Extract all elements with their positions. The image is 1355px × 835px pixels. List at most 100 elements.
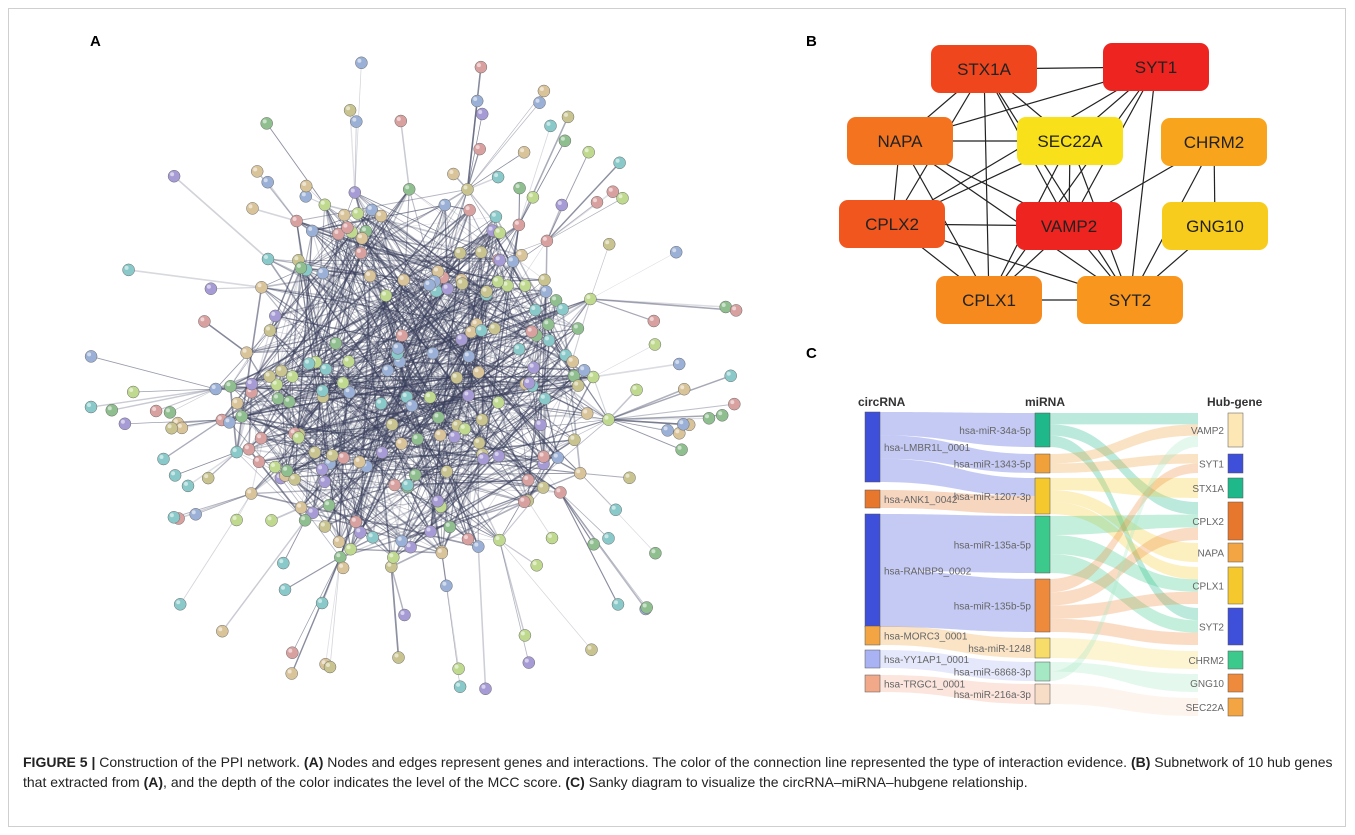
ppi-node-highlight bbox=[452, 373, 457, 378]
caption-a-tag: (A) bbox=[303, 754, 324, 770]
sankey-node-circrna bbox=[864, 489, 881, 509]
ppi-edge bbox=[298, 261, 514, 438]
ppi-edge bbox=[297, 252, 362, 437]
sankey-link-mir-hub bbox=[1050, 684, 1198, 716]
ppi-node bbox=[286, 370, 299, 383]
ppi-node-highlight bbox=[107, 406, 112, 411]
ppi-node bbox=[343, 104, 357, 117]
ppi-node bbox=[167, 169, 181, 183]
sankey-node-circrna bbox=[864, 513, 881, 628]
ppi-edge bbox=[312, 512, 443, 554]
ppi-node bbox=[105, 403, 119, 417]
ppi-edge bbox=[390, 324, 478, 567]
ppi-node-highlight bbox=[539, 483, 544, 488]
ppi-edge bbox=[322, 354, 566, 398]
ppi-edge bbox=[403, 216, 497, 281]
ppi-node bbox=[474, 245, 488, 259]
ppi-node-highlight bbox=[318, 599, 323, 603]
ppi-node-highlight bbox=[589, 540, 594, 545]
caption-b-tag: (B) bbox=[1130, 754, 1151, 770]
ppi-edge bbox=[322, 376, 594, 392]
ppi-edge bbox=[332, 402, 499, 456]
sankey-node-hubgene bbox=[1227, 453, 1244, 474]
ppi-node bbox=[585, 643, 598, 656]
ppi-node bbox=[173, 598, 187, 611]
ppi-node-highlight bbox=[403, 481, 408, 486]
ppi-edge bbox=[294, 479, 438, 502]
ppi-node bbox=[230, 513, 243, 527]
ppi-node bbox=[263, 324, 277, 337]
ppi-node-highlight bbox=[426, 393, 431, 398]
ppi-node bbox=[271, 392, 285, 405]
sankey-node-hubgene bbox=[1227, 673, 1244, 693]
ppi-edge bbox=[498, 298, 591, 403]
ppi-edge bbox=[381, 402, 609, 421]
ppi-node bbox=[568, 433, 581, 447]
ppi-node-highlight bbox=[248, 204, 253, 209]
ppi-node bbox=[165, 421, 178, 435]
ppi-edge bbox=[322, 298, 591, 392]
ppi-node bbox=[587, 538, 600, 551]
ppi-edge bbox=[357, 213, 561, 493]
ppi-edge bbox=[322, 272, 479, 373]
sankey-node-mirna bbox=[1034, 578, 1051, 633]
ppi-node bbox=[461, 532, 475, 546]
ppi-edge bbox=[559, 492, 595, 545]
ppi-node-highlight bbox=[328, 451, 333, 456]
ppi-edge bbox=[478, 324, 549, 444]
ppi-node bbox=[355, 232, 369, 245]
ppi-node-highlight bbox=[321, 365, 326, 370]
ppi-node bbox=[275, 364, 288, 378]
ppi-node bbox=[240, 346, 253, 359]
ppi-edge bbox=[294, 284, 430, 434]
ppi-node bbox=[235, 410, 248, 423]
ppi-node bbox=[538, 392, 552, 405]
ppi-node-highlight bbox=[290, 429, 295, 434]
ppi-edge bbox=[415, 474, 528, 502]
ppi-node-highlight bbox=[625, 473, 630, 478]
ppi-node bbox=[719, 300, 732, 314]
ppi-edge bbox=[300, 291, 488, 509]
ppi-node bbox=[512, 342, 526, 356]
ppi-node bbox=[338, 208, 351, 222]
ppi-node-highlight bbox=[346, 106, 351, 111]
ppi-edge bbox=[236, 391, 350, 453]
sankey-label-circrna: hsa-MORC3_0001 bbox=[884, 632, 968, 643]
ppi-node bbox=[329, 337, 343, 350]
ppi-edge bbox=[498, 455, 544, 458]
ppi-node bbox=[308, 446, 322, 459]
ppi-node-highlight bbox=[377, 399, 382, 404]
ppi-node-highlight bbox=[302, 182, 307, 186]
ppi-edge bbox=[267, 258, 479, 373]
ppi-node-highlight bbox=[345, 388, 350, 393]
ppi-node bbox=[84, 350, 98, 363]
ppi-edge bbox=[311, 230, 434, 354]
ppi-node-highlight bbox=[679, 420, 684, 425]
ppi-node bbox=[401, 478, 414, 492]
ppi-node-highlight bbox=[520, 497, 525, 502]
ppi-node bbox=[423, 391, 437, 404]
ppi-node-highlight bbox=[524, 476, 529, 480]
ppi-edge bbox=[360, 188, 468, 254]
ppi-node-highlight bbox=[356, 528, 361, 533]
sankey-node-mirna bbox=[1034, 661, 1051, 682]
ppi-node-highlight bbox=[294, 433, 299, 438]
ppi-node-highlight bbox=[574, 381, 579, 386]
ppi-node-highlight bbox=[351, 517, 356, 522]
ppi-node-highlight bbox=[463, 185, 468, 190]
ppi-node bbox=[533, 96, 546, 109]
ppi-edge bbox=[546, 201, 598, 242]
ppi-node-highlight bbox=[356, 248, 361, 253]
ppi-edge bbox=[397, 348, 416, 475]
ppi-edge bbox=[480, 251, 575, 377]
sankey-link-mir-hub bbox=[1050, 638, 1198, 669]
ppi-node bbox=[349, 515, 363, 529]
ppi-edge bbox=[385, 295, 443, 552]
ppi-edge bbox=[444, 204, 456, 437]
sankey-node-circrna bbox=[864, 411, 881, 483]
sankey-link-mir-hub bbox=[1050, 490, 1198, 562]
ppi-edge bbox=[592, 376, 610, 420]
ppi-edge bbox=[269, 238, 363, 377]
ppi-node bbox=[318, 520, 332, 533]
